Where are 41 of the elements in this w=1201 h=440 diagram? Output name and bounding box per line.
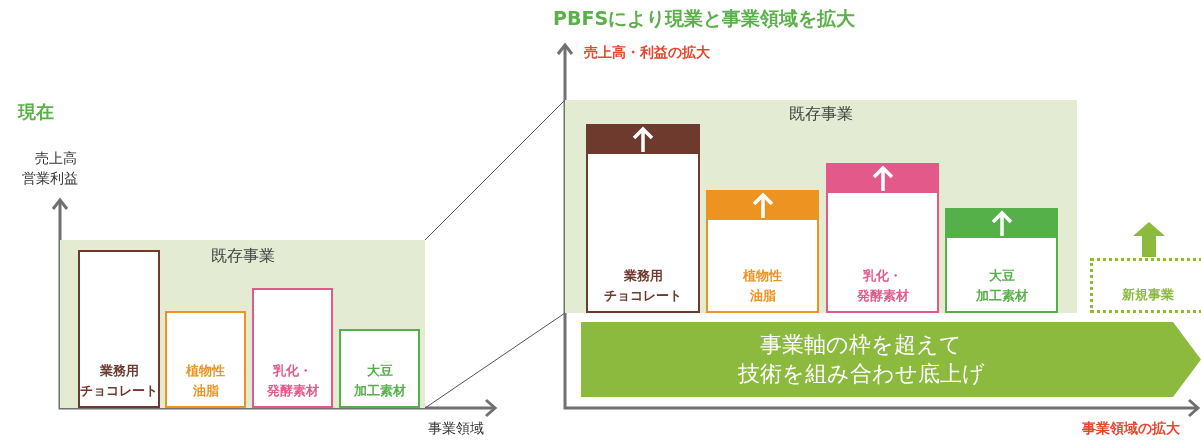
business-name: 発酵素材 (265, 381, 320, 400)
business-name: 発酵素材 (855, 286, 910, 305)
business-bar (706, 190, 819, 313)
business-name: 植物性 (741, 266, 783, 285)
business-bar (945, 208, 1058, 313)
band-title: 既存事業 (788, 104, 854, 125)
business-name: 乳化・ (862, 266, 903, 285)
business-name: 業務用 (622, 266, 664, 285)
business-bar (165, 311, 246, 408)
business-bar (586, 124, 700, 313)
business-bar (78, 250, 160, 408)
business-name: チョコレート (80, 381, 158, 400)
connector-line (424, 99, 566, 241)
axis-label: 事業領域 (428, 420, 484, 438)
new-business-box (1090, 258, 1201, 313)
business-bar (252, 288, 333, 408)
business-name: 油脂 (191, 381, 220, 400)
panel-heading: 現在 (18, 100, 54, 124)
business-name: 大豆 (365, 361, 394, 380)
business-name: 大豆 (987, 266, 1016, 285)
business-name: 加工素材 (352, 381, 407, 400)
axis-label: 売上高・利益の拡大 (584, 44, 710, 62)
axis-label: 事業領域の拡大 (1082, 420, 1180, 438)
band-title: 既存事業 (209, 246, 276, 267)
connector-line (424, 312, 566, 409)
arrow-text: 技術を組み合わせ底上げ (736, 360, 986, 388)
business-name: 植物性 (184, 361, 226, 380)
axis-label: 売上高 (35, 150, 77, 168)
axis-label: 営業利益 (22, 170, 78, 188)
business-name: 乳化・ (272, 361, 313, 380)
business-name: チョコレート (603, 286, 683, 305)
business-name: 油脂 (748, 286, 777, 305)
business-area-band (565, 100, 1077, 313)
business-name: 業務用 (98, 361, 140, 380)
panel-heading: PBFSにより現業と事業領域を拡大 (553, 6, 856, 31)
arrow-text: 事業軸の枠を超えて (759, 331, 963, 359)
business-bar (826, 163, 939, 313)
business-name: 加工素材 (974, 286, 1029, 305)
business-area-band (60, 240, 425, 408)
business-bar (339, 329, 420, 408)
business-name: 新規事業 (1121, 287, 1175, 304)
